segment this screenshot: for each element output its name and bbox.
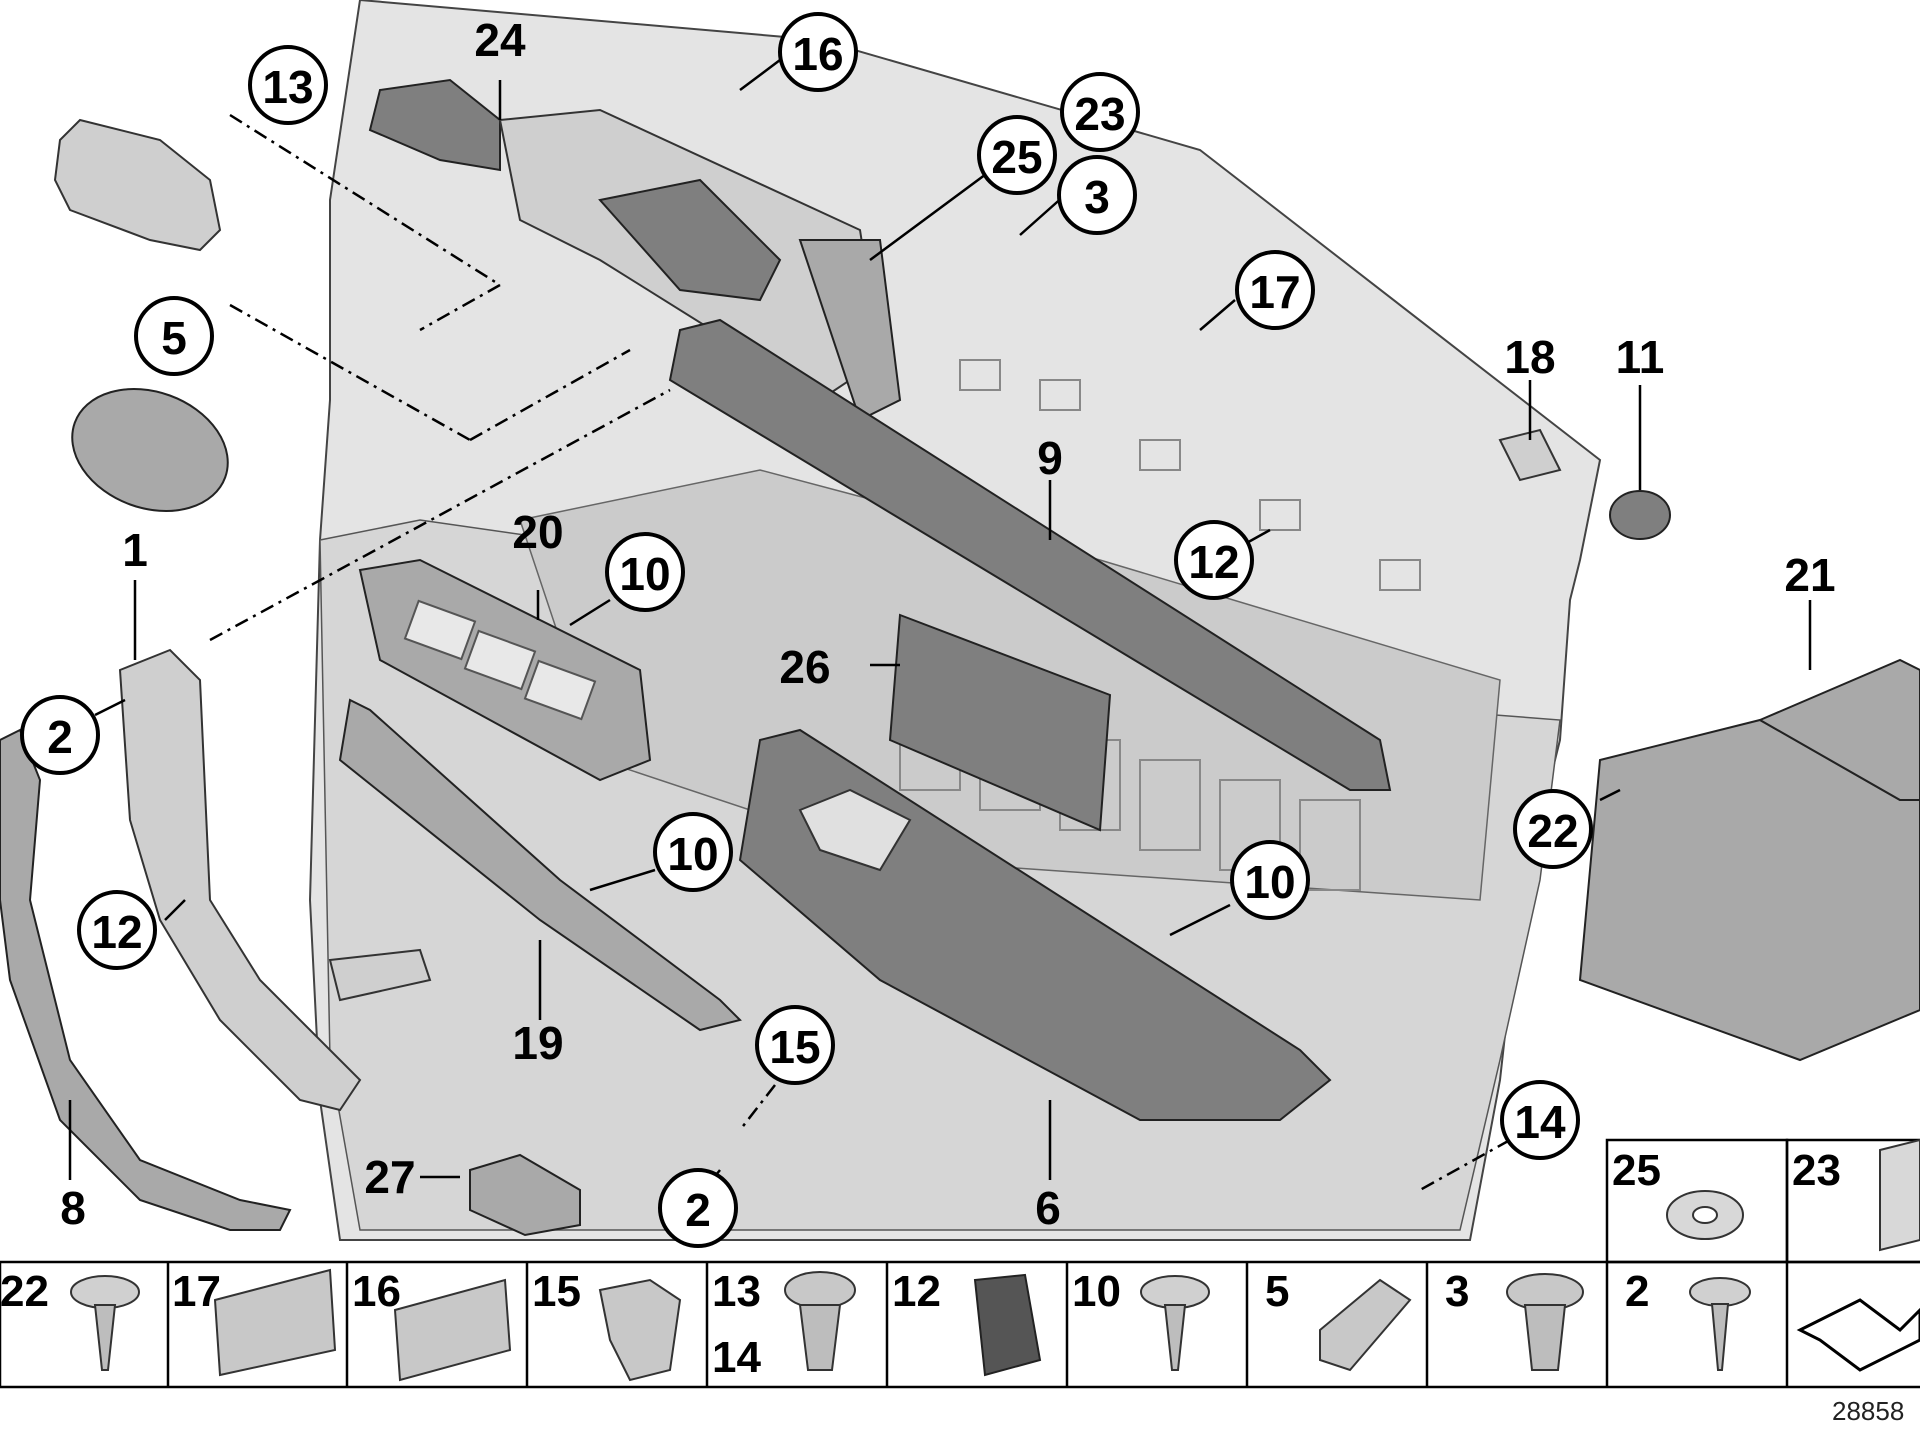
- callout-17: 17: [1235, 250, 1315, 330]
- grab-handle-cover: [0, 728, 292, 1231]
- arrow-icon: [1796, 1298, 1920, 1372]
- callout-3: 3: [1057, 155, 1137, 235]
- svg-text:17: 17: [1249, 266, 1300, 318]
- screw-icon: [70, 1275, 140, 1371]
- callout-25: 25: [977, 115, 1057, 195]
- callout-22: 22: [1513, 789, 1593, 869]
- svg-text:15: 15: [769, 1021, 820, 1073]
- svg-text:10: 10: [619, 548, 670, 600]
- armrest-part: [738, 728, 1332, 1121]
- callout-12a: 12: [1174, 520, 1254, 600]
- strip-label-3: 3: [1445, 1267, 1469, 1316]
- screw-icon: [1140, 1275, 1210, 1371]
- switch-panel-part: [358, 558, 652, 782]
- callout-9: 9: [1037, 432, 1063, 484]
- inner-handle-part: [368, 78, 902, 422]
- leader-lines: [68, 59, 1812, 1196]
- handle-cover-part: [53, 118, 222, 252]
- callout-21: 21: [1784, 549, 1835, 601]
- small-cover-part: [1498, 428, 1562, 482]
- callout-23: 23: [1060, 72, 1140, 152]
- strip-label-17: 17: [172, 1267, 221, 1316]
- strip-label-13: 13: [712, 1267, 761, 1316]
- strip-label-10: 10: [1072, 1267, 1121, 1316]
- round-cap-part: [71, 388, 229, 512]
- strip-label-5: 5: [1265, 1267, 1289, 1316]
- svg-text:13: 13: [262, 61, 313, 113]
- small-bracket-part: [469, 1153, 581, 1237]
- cap-icon: [1319, 1278, 1412, 1372]
- callout-5: 5: [134, 296, 214, 376]
- reference-number: 28858: [1832, 1396, 1904, 1426]
- callout-24: 24: [474, 14, 526, 66]
- svg-text:2: 2: [685, 1184, 711, 1236]
- callout-26: 26: [779, 641, 830, 693]
- bracket-clip-icon: [393, 1278, 512, 1382]
- expanding-nut-icon: [1506, 1273, 1584, 1371]
- callout-16: 16: [778, 12, 858, 92]
- callout-6: 6: [1035, 1182, 1061, 1234]
- spring-nut-icon: [1666, 1190, 1744, 1240]
- callout-18: 18: [1504, 331, 1555, 383]
- svg-text:3: 3: [1084, 171, 1110, 223]
- grille-plate-part: [888, 613, 1112, 832]
- callout-11: 11: [1616, 331, 1665, 383]
- clip-icon: [1879, 1138, 1920, 1252]
- callout-15: 15: [755, 1005, 835, 1085]
- callout-2a: 2: [20, 695, 100, 775]
- svg-text:12: 12: [1188, 536, 1239, 588]
- callout-2b: 2: [658, 1168, 738, 1248]
- callout-1: 1: [122, 524, 148, 576]
- svg-text:22: 22: [1527, 805, 1578, 857]
- strip-label-25: 25: [1612, 1146, 1661, 1195]
- callout-14: 14: [1500, 1080, 1580, 1160]
- screw-icon: [1689, 1277, 1751, 1371]
- expanding-nut-icon: [598, 1278, 682, 1382]
- svg-text:12: 12: [91, 906, 142, 958]
- strip-label-14: 14: [712, 1333, 761, 1382]
- push-rivet-icon: [784, 1271, 856, 1371]
- svg-text:2: 2: [47, 711, 73, 763]
- svg-text:16: 16: [792, 28, 843, 80]
- svg-text:23: 23: [1074, 88, 1125, 140]
- upper-trim-strip: [668, 318, 1392, 791]
- strip-label-12: 12: [892, 1267, 941, 1316]
- callout-13: 13: [248, 45, 328, 125]
- callout-8: 8: [60, 1182, 86, 1234]
- grab-handle-bracket: [118, 648, 432, 1112]
- foam-block-part: [1578, 658, 1920, 1062]
- svg-text:10: 10: [667, 828, 718, 880]
- armrest-trim-strip: [338, 698, 742, 1032]
- callout-12b: 12: [77, 890, 157, 970]
- svg-text:10: 10: [1244, 856, 1295, 908]
- clip-icon: [973, 1273, 1042, 1377]
- callout-20: 20: [512, 506, 563, 558]
- svg-text:25: 25: [991, 131, 1042, 183]
- callout-10b: 10: [653, 812, 733, 892]
- callout-10a: 10: [605, 532, 685, 612]
- callout-27: 27: [364, 1151, 415, 1203]
- strip-label-22: 22: [0, 1267, 49, 1316]
- grommet-part: [1609, 490, 1671, 540]
- bracket-clip-icon: [213, 1268, 337, 1377]
- hardware-strip: 25 23 22 17 16 15 13 14 12 10: [0, 1138, 1920, 1389]
- strip-label-16: 16: [352, 1267, 401, 1316]
- strip-label-23: 23: [1792, 1146, 1841, 1195]
- svg-text:5: 5: [161, 312, 187, 364]
- svg-text:14: 14: [1514, 1096, 1566, 1148]
- strip-label-2: 2: [1625, 1267, 1649, 1316]
- callout-10c: 10: [1230, 840, 1310, 920]
- callout-19: 19: [512, 1017, 563, 1069]
- strip-label-15: 15: [532, 1267, 581, 1316]
